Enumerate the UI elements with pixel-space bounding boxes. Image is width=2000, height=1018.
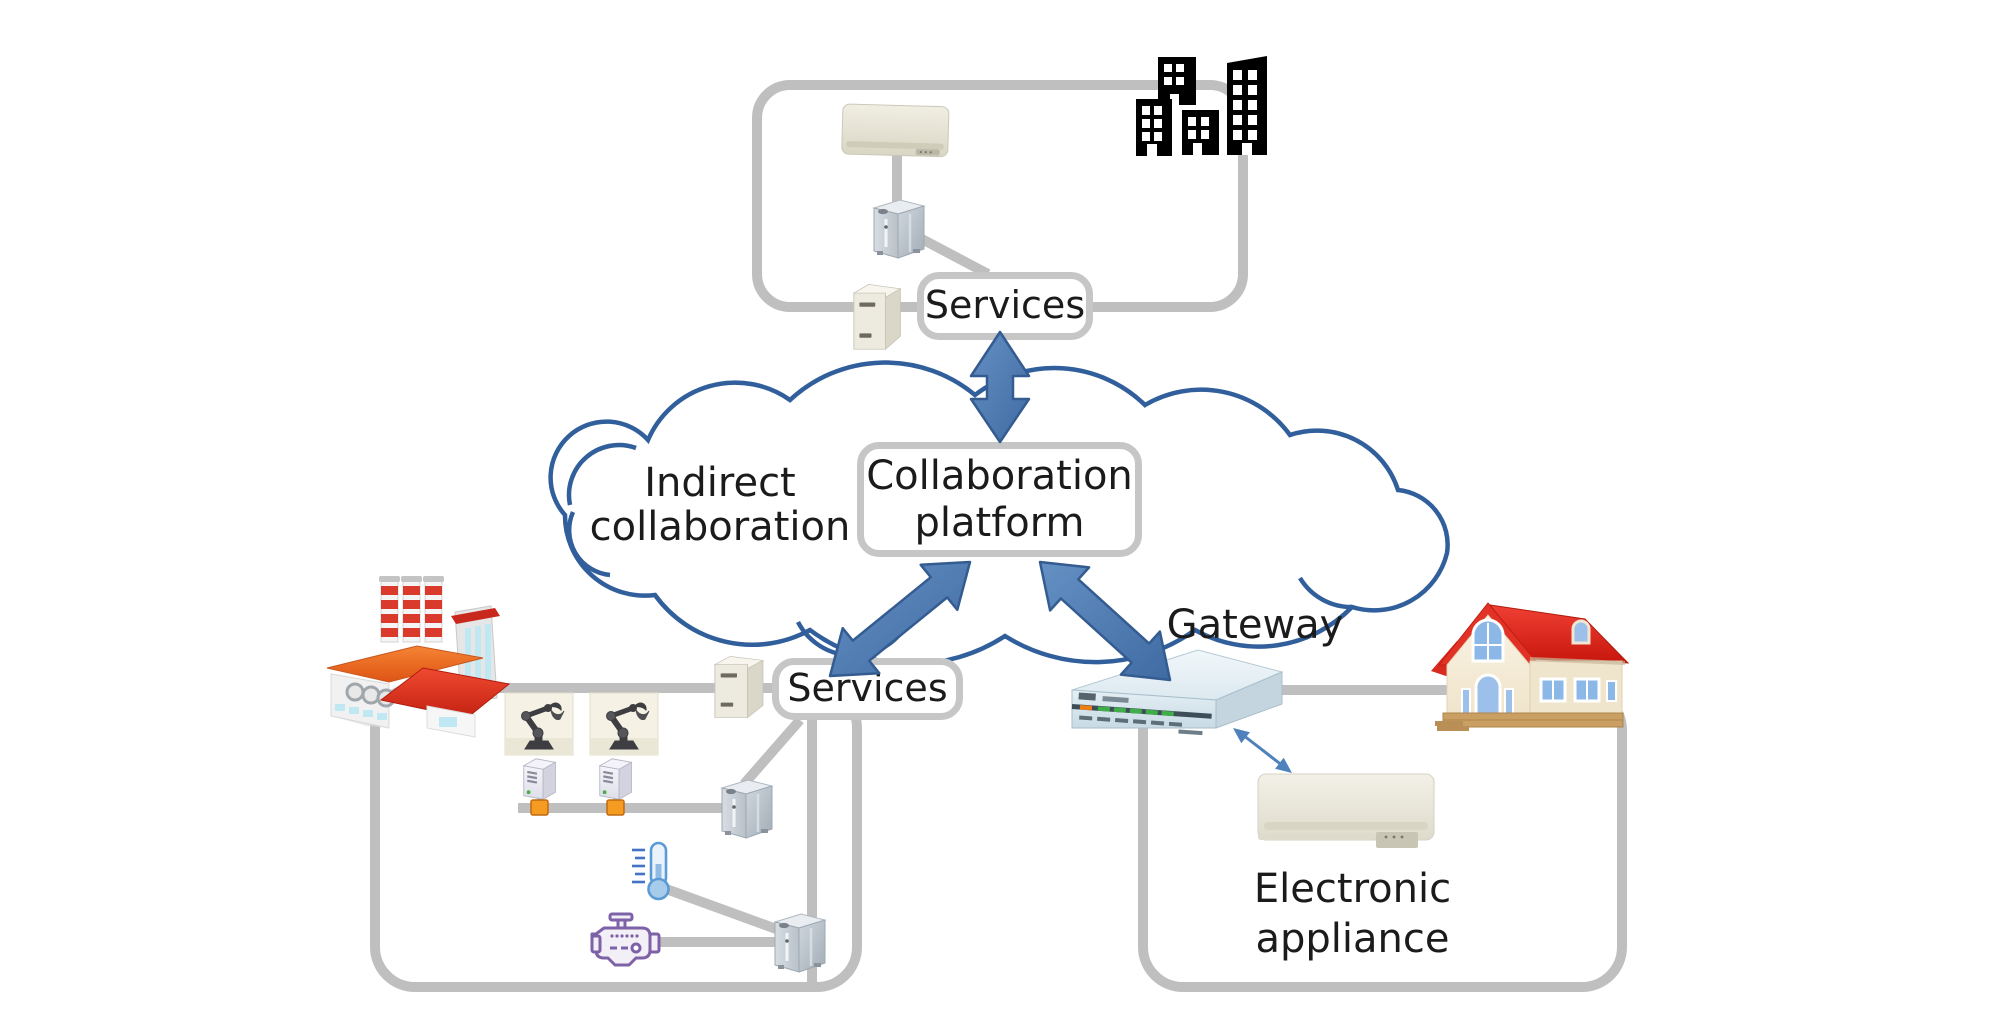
factory-network-loop [370,683,862,992]
electronic-appliance-label: Electronic appliance [1253,866,1452,962]
factory-section [326,576,827,974]
home-network-loop [1138,685,1627,992]
robot-arm-photo-icon [590,693,658,755]
indirect-collaboration-label: Indirect collaboration [589,460,851,550]
network-connector-icon [530,799,549,816]
gateway-label: Gateway [1166,602,1344,648]
server-tower-icon [773,912,827,974]
gateway-device-icon [1071,649,1284,736]
gateway-front-panel [1071,692,1212,736]
thermometer-server-link [656,881,792,939]
desktop-pc-icon [522,757,557,801]
factory-icon [326,576,511,738]
server-box-icon [714,655,764,719]
server-tower-icon [720,778,774,840]
server-tower-icon [872,198,926,260]
factory-services-label: Services [787,666,948,711]
engine-icon [590,912,661,967]
robot-arm-photo-icon [505,693,573,755]
dormer-window [1571,619,1591,645]
gateway-appliance-arrow [1233,728,1292,773]
home-section [1071,602,1630,848]
city-services-label: Services [924,283,1086,328]
air-conditioner-icon [841,103,950,158]
factory-chimneys [379,576,444,643]
city-server-services-link [917,233,991,279]
city-services-box: Services [917,272,1093,340]
network-connector-icon [606,799,625,816]
air-conditioner-icon [1257,773,1435,848]
factory-services-box: Services [772,658,963,720]
office-buildings-icon [1136,56,1267,156]
factory-server-services-link [740,716,804,788]
server-box-icon [853,283,901,350]
collaboration-platform-box: Collaboration platform [857,442,1142,557]
city-section [841,56,1267,350]
house-icon [1431,602,1630,731]
desktop-pc-icon [598,757,633,801]
thermometer-icon [632,841,670,901]
